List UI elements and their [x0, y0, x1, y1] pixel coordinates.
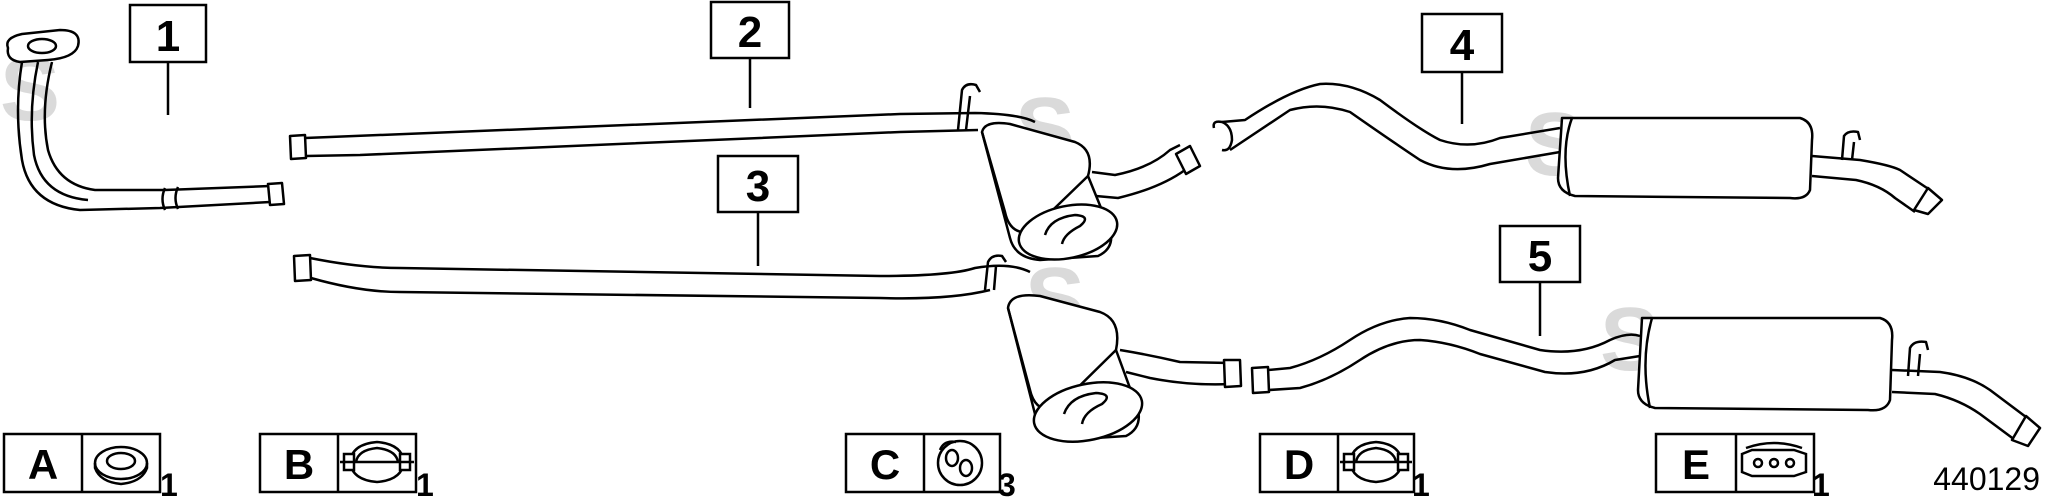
accessory-a-quantity: 1 — [160, 467, 178, 498]
silencer-4-pipe-lower — [1229, 105, 1561, 171]
front-pipe-body-outer — [16, 61, 271, 212]
callout-3-label: 3 — [746, 162, 770, 211]
part-2-intermediate-pipe-upper — [288, 82, 1202, 262]
pipe-3-tailpipe — [1119, 348, 1233, 386]
part-4-rear-silencer-upper — [1212, 82, 1944, 216]
bracket-mount-icon — [1740, 441, 1808, 478]
silencer-5-box-edge — [1644, 317, 1654, 409]
callout-3-box — [716, 154, 800, 214]
callout-boxes: 1 2 3 4 5 — [128, 0, 1582, 284]
accessory-d: D 1 — [1258, 432, 1430, 498]
front-pipe-flange-hole — [26, 37, 58, 55]
pipe-clamp-icon — [1340, 440, 1412, 484]
accessory-legend: A 1 B 1 C — [2, 432, 1830, 498]
callout-4-box — [1420, 12, 1504, 74]
accessory-c-quantity: 3 — [998, 467, 1016, 498]
accessory-b: B 1 — [258, 432, 434, 498]
front-pipe-joint — [161, 186, 180, 211]
accessory-c: C 3 — [844, 432, 1016, 498]
watermarks: S S S S S — [0, 40, 1660, 390]
silencer-5-tail-upper — [1891, 368, 2031, 421]
silencer-4-tail-end — [1912, 186, 1944, 216]
front-pipe-flange — [6, 28, 80, 64]
callout-4: 4 — [1420, 12, 1504, 74]
silencer-4-box — [1556, 116, 1814, 200]
pipe-2-silencer-outlet — [1017, 203, 1119, 261]
part-1-front-pipe — [6, 28, 286, 212]
accessory-a-letter: A — [28, 441, 58, 488]
pipe-clamp-icon — [340, 440, 414, 484]
pipe-3-silencer-outlet-port — [1062, 391, 1109, 425]
silencer-4-inlet — [1212, 120, 1234, 152]
pipe-2-silencer-outlet-port — [1043, 213, 1087, 245]
accessory-e-letter: E — [1682, 441, 1710, 488]
callout-2-label: 2 — [738, 8, 762, 57]
accessory-b-letter: B — [284, 441, 314, 488]
callout-1: 1 — [128, 3, 208, 64]
silencer-5-box — [1636, 316, 1894, 412]
callout-1-label: 1 — [156, 12, 180, 61]
silencer-4-box-edge — [1564, 117, 1574, 197]
callout-1-box — [128, 3, 208, 64]
silencer-5-tail-lower — [1891, 390, 2016, 442]
callout-5-label: 5 — [1528, 232, 1552, 281]
callout-leaders — [166, 58, 1542, 336]
callout-5: 5 — [1498, 224, 1582, 284]
silencer-5-inlet — [1250, 365, 1271, 395]
pipe-2-upper-line — [304, 111, 1036, 140]
silencer-5-tail-end — [2010, 414, 2042, 448]
rubber-mount-icon — [936, 439, 984, 487]
accessory-d-quantity: 1 — [1412, 467, 1430, 498]
pipe-3-upper-line — [309, 256, 1031, 278]
pipe-2-inlet — [288, 133, 308, 161]
accessory-b-quantity: 1 — [416, 467, 434, 498]
silencer-4-tail-upper — [1811, 154, 1931, 192]
accessory-e-quantity: 1 — [1812, 467, 1830, 498]
accessory-d-letter: D — [1284, 441, 1314, 488]
diagram-number: 440129 — [1933, 461, 2040, 497]
pipe-2-lower-line — [305, 128, 979, 158]
callout-2-box — [709, 0, 791, 60]
front-pipe-body-mid — [30, 61, 89, 202]
silencer-5-pipe-lower — [1268, 338, 1641, 392]
accessory-c-letter: C — [870, 441, 900, 488]
pipe-3-tailpipe-end — [1222, 358, 1243, 389]
silencer-4-tail-lower — [1811, 174, 1916, 214]
silencer-5-pipe-upper — [1267, 316, 1641, 372]
callout-4-label: 4 — [1450, 21, 1475, 70]
callout-5-box — [1498, 224, 1582, 284]
front-pipe-body-inner — [43, 61, 271, 192]
silencer-4-pipe-upper — [1221, 82, 1561, 146]
pipe-3-hanger — [983, 254, 1008, 291]
part-5-rear-silencer-lower — [1250, 316, 2042, 448]
pipe-3-lower-line — [310, 276, 991, 300]
callout-3: 3 — [716, 154, 800, 214]
callout-2: 2 — [709, 0, 791, 60]
part-3-intermediate-pipe-lower — [292, 253, 1243, 443]
accessory-a: A 1 — [2, 432, 178, 498]
pipe-3-inlet — [292, 253, 313, 283]
accessory-e: E 1 — [1654, 432, 1830, 498]
silencer-4-hanger — [1840, 130, 1862, 161]
pipe-2-tailpipe — [1091, 143, 1186, 200]
front-pipe-end — [266, 181, 286, 207]
ring-gasket-icon — [93, 445, 149, 486]
pipe-2-hanger — [956, 82, 982, 131]
pipe-2-tailpipe-end — [1174, 144, 1202, 176]
